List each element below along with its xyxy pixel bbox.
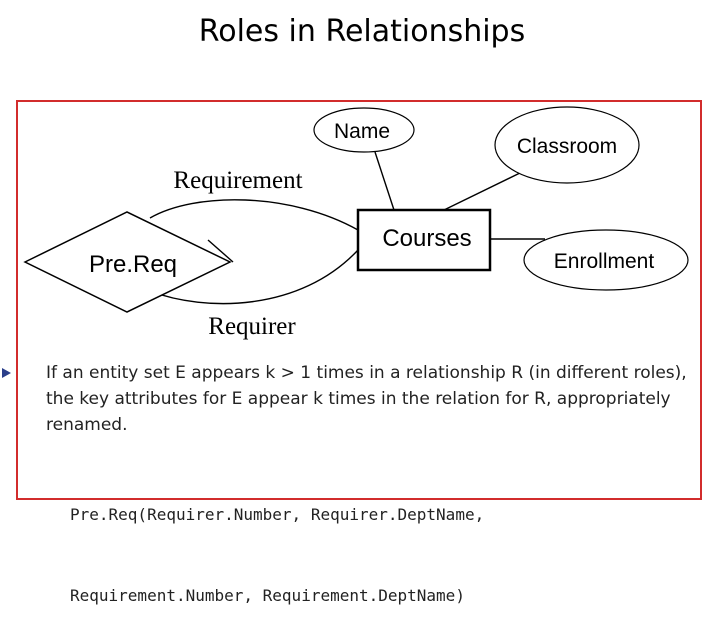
er-diagram: Pre.Req Courses Name Classroom Enrollmen… <box>23 106 689 340</box>
entity-label: Courses <box>382 225 471 252</box>
bullet-item: If an entity set E appears k > 1 times i… <box>46 360 696 438</box>
relationship-label: Pre.Req <box>89 251 177 278</box>
bullet-text: If an entity set E appears k > 1 times i… <box>46 363 687 435</box>
attribute-label-name: Name <box>334 120 390 143</box>
role-label-requirement: Requirement <box>173 167 302 194</box>
attribute-label-enrollment: Enrollment <box>554 250 655 273</box>
schema-line-2: Requirement.Number, Requirement.DeptName… <box>70 586 465 605</box>
classroom-connector <box>443 171 523 211</box>
role-label-requirer: Requirer <box>208 313 296 340</box>
entity-box <box>356 208 492 272</box>
relationship-to-upper-curve <box>207 239 234 263</box>
relation-schema: Pre.Req(Requirer.Number, Requirer.DeptNa… <box>70 447 690 636</box>
slide-title: Roles in Relationships <box>198 14 526 49</box>
name-connector <box>374 151 395 211</box>
bullet-marker <box>2 368 11 378</box>
schema-line-1: Pre.Req(Requirer.Number, Requirer.DeptNa… <box>70 505 485 524</box>
figure-frame <box>16 100 702 500</box>
attribute-label-classroom: Classroom <box>517 135 617 158</box>
attribute-oval-classroom <box>494 106 640 184</box>
attribute-oval-name <box>313 107 415 153</box>
attribute-oval-enrollment <box>523 229 689 291</box>
relationship-diamond <box>23 211 232 313</box>
requirement-role-line <box>149 199 359 231</box>
requirer-role-line <box>149 249 359 305</box>
